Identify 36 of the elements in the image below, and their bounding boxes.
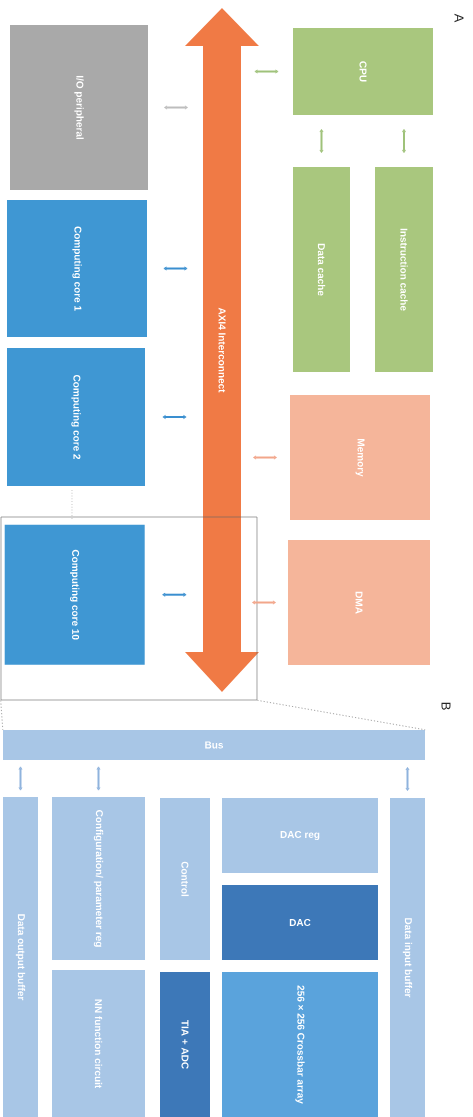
core-box: Computing core 10 [4,524,145,665]
bus-bar: Bus [3,730,425,760]
register-box: Configuration/ parameter reg [52,797,145,960]
memory-box: Memory [290,395,430,520]
arrow [402,129,406,153]
dac-box: DAC [222,885,378,960]
zoom-line [0,699,4,731]
cache-box: Data cache [293,167,350,372]
buffer-box: Data output buffer [3,797,38,1117]
converter-box: TIA + ADC [160,972,210,1117]
crossbar-box: 256 × 256 Crossbar array [222,972,378,1117]
arrow [162,592,187,597]
arrow [253,455,277,460]
panel-letter: B [441,702,451,710]
zoom-line [256,699,426,731]
cache-box: Instruction cache [375,167,433,372]
arrow [18,766,23,791]
function-box: NN function circuit [52,970,145,1117]
cpu-box: CPU [293,28,433,115]
panel-letter: A [454,13,464,23]
core-box: Computing core 1 [7,200,147,337]
arrow [162,415,187,419]
register-box: DAC reg [222,798,378,873]
peripheral-box: I/O peripheral [10,25,148,190]
buffer-box: Data input buffer [390,798,425,1117]
arrow [319,129,324,153]
arrow [96,766,101,791]
arrow [163,266,188,271]
arrow [405,767,410,791]
arrow [252,600,276,605]
control-box: Control [160,798,210,960]
arrow [164,105,188,110]
core-box: Computing core 2 [7,348,145,486]
selection-frame [0,516,258,701]
arrow [254,69,279,74]
dma-box: DMA [288,540,430,665]
